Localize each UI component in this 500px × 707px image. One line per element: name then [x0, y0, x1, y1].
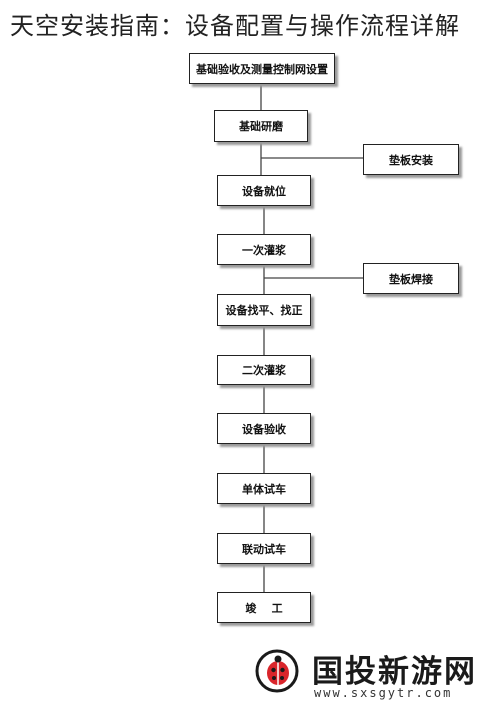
- flow-step-foundation-grinding: 基础研磨: [214, 110, 308, 142]
- flow-step-single-test-run: 单体试车: [217, 473, 311, 504]
- page-title: 天空安装指南：设备配置与操作流程详解: [10, 12, 460, 40]
- watermark-url: www.sxsgytr.com: [314, 686, 453, 700]
- flow-step-first-grouting: 一次灌浆: [217, 234, 311, 265]
- flow-step-equipment-positioning: 设备就位: [217, 175, 311, 206]
- flow-side-step-shim-welding: 垫板焊接: [363, 263, 459, 294]
- flow-step-equipment-acceptance: 设备验收: [217, 413, 311, 444]
- watermark-site-name: 国投新游网: [312, 654, 477, 690]
- flow-step-second-grouting: 二次灌浆: [217, 355, 311, 385]
- site-watermark: 国投新游网 www.sxsgytr.com: [250, 640, 490, 704]
- flow-step-joint-test-run: 联动试车: [217, 533, 311, 564]
- flow-step-foundation-survey: 基础验收及测量控制网设置: [189, 53, 335, 84]
- ladybug-logo-icon: [255, 649, 299, 693]
- flow-side-step-shim-installation: 垫板安装: [363, 144, 459, 175]
- flow-step-leveling-alignment: 设备找平、找正: [217, 294, 311, 326]
- flow-step-completion: 竣 工: [217, 592, 311, 623]
